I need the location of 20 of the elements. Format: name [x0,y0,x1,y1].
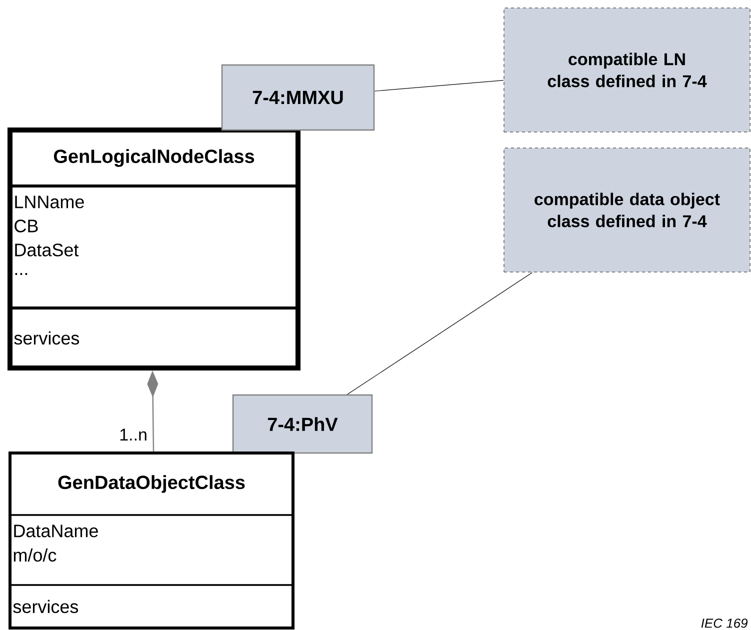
tag-box: 7-4:PhV [232,394,373,454]
attribute: m/o/c [14,548,56,562]
attribute: CB [14,220,38,232]
tag-box: 7-4:MMXU [221,64,375,131]
leader-line [347,272,533,395]
class-box [8,452,294,630]
attribute: ... [15,273,28,275]
operation: services [14,331,80,345]
operation: services [13,600,78,614]
note-box: compatible data object class defined in 7-4 [504,148,750,272]
class-name: GenLogicalNodeClass [54,149,254,167]
leader-line [374,80,504,92]
attribute: LNName [15,196,84,208]
multiplicity: 1..n [120,428,146,440]
attribute: DataName [14,524,98,538]
class-name: GenDataObjectClass [58,475,245,493]
note-box: compatible LN class defined in 7-4 [504,8,750,132]
class-box [8,128,300,370]
attribute: DataSet [15,244,79,256]
figure-number: IEC 169 [701,618,748,628]
